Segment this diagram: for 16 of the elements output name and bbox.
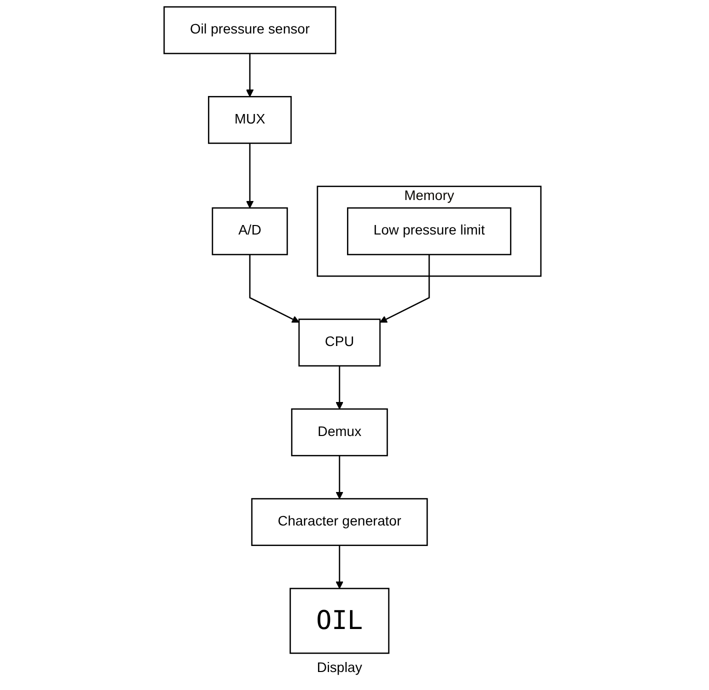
node-box: OIL: [290, 588, 390, 654]
node-box: Low pressure limit: [347, 207, 512, 256]
arrow: [380, 254, 430, 323]
arrow: [249, 254, 300, 323]
arrow: [336, 545, 344, 589]
node-box: Oil pressure sensor: [163, 6, 336, 54]
node-box: Character generator: [251, 498, 428, 546]
arrow: [336, 366, 344, 410]
arrow: [336, 456, 344, 500]
node-box: Demux: [291, 408, 388, 456]
node-box: MUX: [208, 96, 292, 144]
node-box: CPU: [298, 318, 381, 367]
arrow: [246, 143, 254, 208]
display-caption: Display: [316, 660, 362, 676]
node-box: A/D: [212, 207, 288, 256]
arrow: [246, 54, 254, 97]
